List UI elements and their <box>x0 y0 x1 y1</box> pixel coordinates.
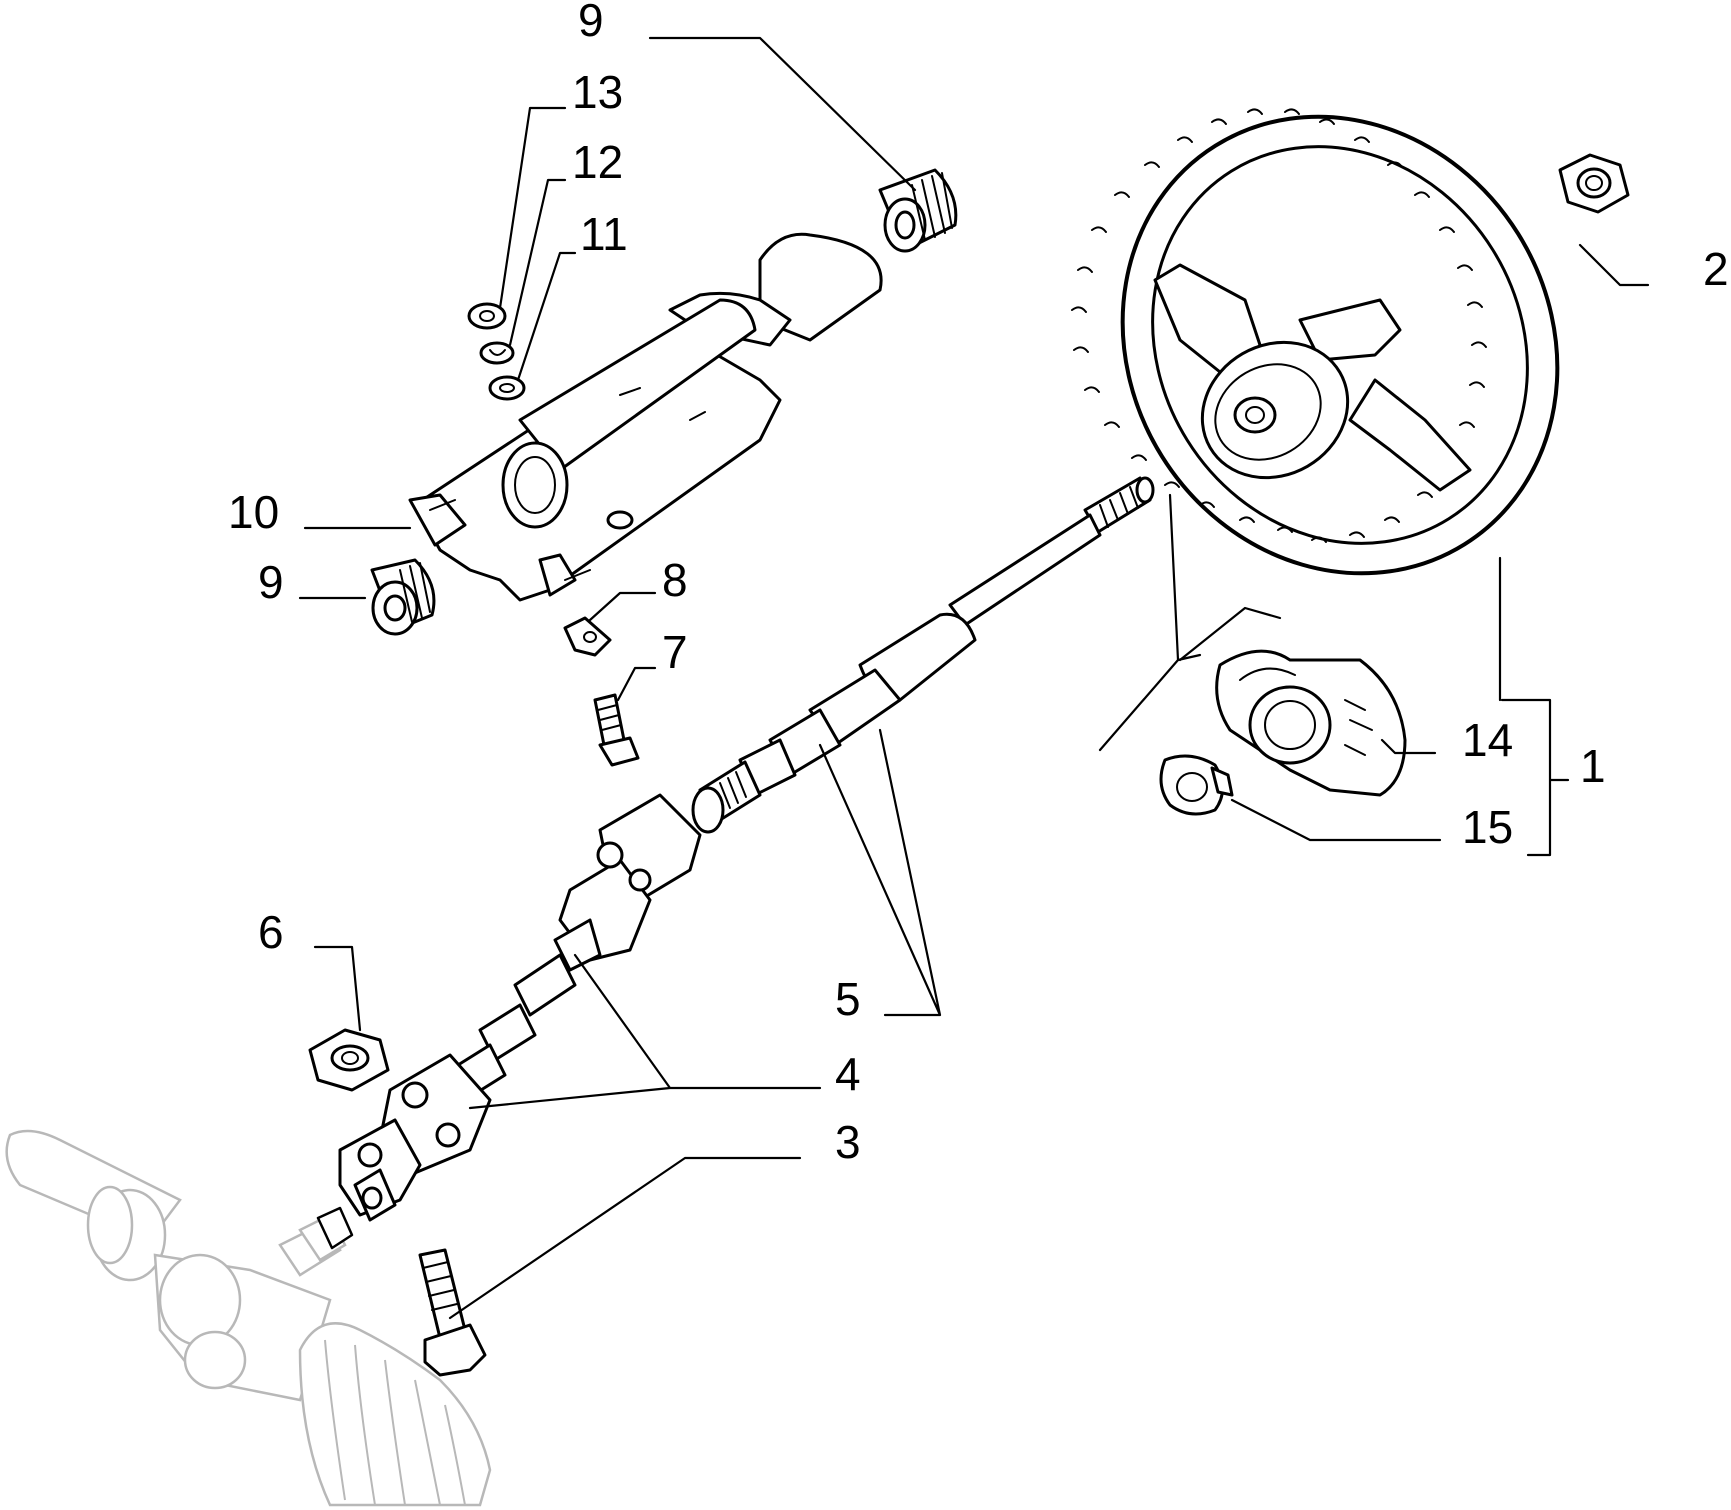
bushing-9-top <box>878 168 958 253</box>
leader-8 <box>588 591 657 622</box>
leader-3 <box>448 1156 802 1320</box>
washer-11 <box>488 375 526 401</box>
washers-11-12-13 <box>467 302 526 401</box>
callout-8: 8 <box>662 554 688 606</box>
nut-2 <box>1558 153 1630 214</box>
leader-13 <box>498 106 567 310</box>
steering-rack-ghost <box>5 1129 492 1507</box>
nut-13 <box>467 302 507 330</box>
nut-6 <box>308 1028 390 1092</box>
assembly-sight-lines <box>1098 493 1282 752</box>
clip-nut-8 <box>563 616 612 657</box>
leader-14 <box>1380 738 1437 755</box>
callout-9-left: 9 <box>258 556 284 608</box>
leader-9-top <box>648 36 917 192</box>
callout-11: 11 <box>580 208 628 260</box>
leader-11 <box>516 251 577 382</box>
wheel-grip-pattern <box>1071 108 1487 543</box>
steering-wheel-1 <box>1071 108 1560 576</box>
leader-15 <box>1230 798 1442 842</box>
callout-labels: 9 13 12 11 10 9 8 7 6 5 4 3 2 14 1 15 <box>228 0 1729 1168</box>
callout-9-top: 9 <box>578 0 604 46</box>
steering-shaft-5 <box>691 476 1155 834</box>
callout-2: 2 <box>1703 243 1729 295</box>
leader-6 <box>313 945 362 1032</box>
leader-2 <box>1578 243 1650 287</box>
leader-1 <box>1500 698 1570 857</box>
leader-5 <box>818 728 942 1017</box>
callout-5: 5 <box>835 973 861 1025</box>
callout-4: 4 <box>835 1048 861 1100</box>
callout-6: 6 <box>258 906 284 958</box>
callout-15: 15 <box>1462 801 1513 853</box>
horn-pad-14 <box>1215 649 1407 797</box>
leader-lines <box>298 36 1650 1320</box>
washer-12 <box>479 341 515 365</box>
leader-12 <box>508 178 567 347</box>
callout-1: 1 <box>1580 740 1606 792</box>
retaining-ring-15 <box>1159 754 1234 816</box>
leader-7 <box>616 666 657 702</box>
bolt-3 <box>418 1248 487 1377</box>
column-bracket-10 <box>408 232 883 602</box>
callout-13: 13 <box>572 66 623 118</box>
callout-7: 7 <box>662 626 688 678</box>
callout-12: 12 <box>572 136 623 188</box>
intermediate-shaft-4 <box>338 793 702 1222</box>
bushing-9-left <box>370 558 436 636</box>
bolt-7 <box>593 693 640 767</box>
leader-4 <box>468 953 822 1110</box>
callout-14: 14 <box>1462 714 1513 766</box>
callout-10: 10 <box>228 486 279 538</box>
callout-3: 3 <box>835 1116 861 1168</box>
